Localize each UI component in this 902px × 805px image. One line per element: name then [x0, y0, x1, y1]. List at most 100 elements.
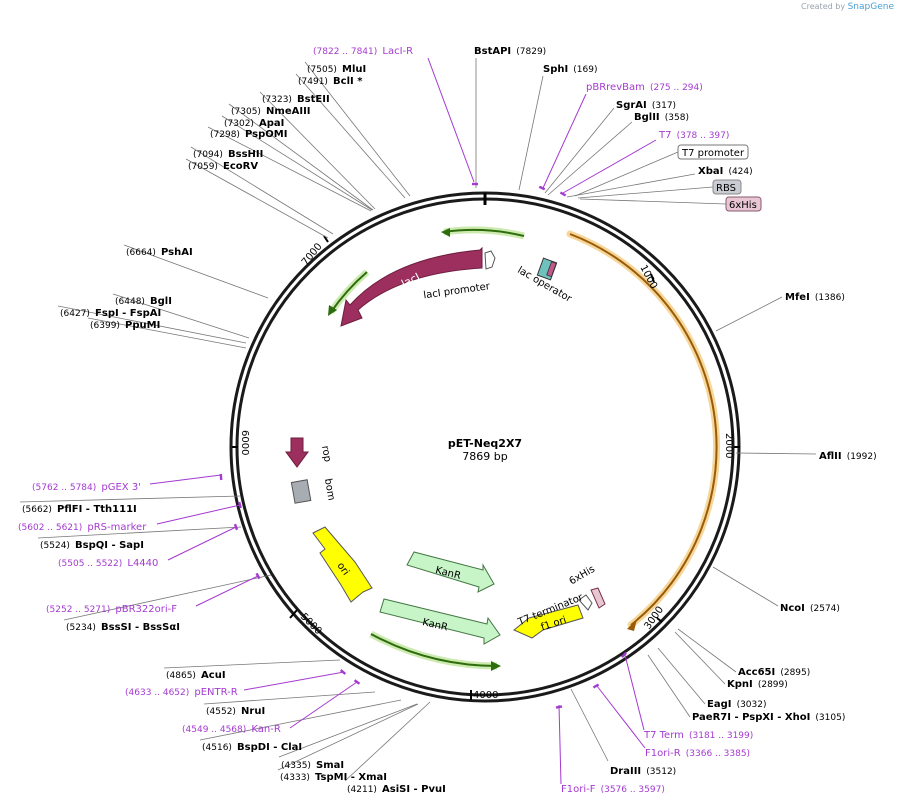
site-leader-bglii — [547, 121, 633, 196]
site-leader-pflfi-tth111i — [19, 495, 241, 503]
site-name: BspDI - ClaI — [237, 742, 302, 753]
t7-promoter-box — [677, 144, 749, 160]
site-leader-mfei — [715, 296, 783, 332]
site-name: PaeR7I - PspXI - XhoI — [692, 712, 810, 723]
f1-ori-arrow — [513, 604, 584, 639]
site-bsshii: (7094) BssHII — [193, 149, 263, 160]
site-name: MluI — [342, 64, 366, 75]
site-bcli: (7491) BclI * — [298, 69, 363, 88]
site-leader-ncoi — [712, 566, 779, 607]
site-position: (1386) — [815, 293, 845, 303]
site-bspqi-sapi: (5524) BspQI - SapI — [40, 533, 144, 552]
primer-leader-prs-marker — [156, 504, 241, 525]
site-leader-smai — [278, 703, 418, 758]
site-leader-aflii — [735, 452, 817, 455]
his-tag-inner-mark — [590, 587, 606, 609]
primer-name: F1ori-F — [561, 784, 596, 795]
plasmid-name: pET-Neq2X7 — [448, 437, 522, 450]
primer-leader-kan-r — [289, 681, 358, 729]
site-label-ecorv: (7059) EcoRV — [188, 154, 258, 173]
site-asisi-pvui: (4211) AsiSI - PvuI — [347, 784, 446, 795]
rbs-label: RBS — [716, 183, 736, 194]
bom-label: bom — [322, 478, 337, 502]
primer-name: LacI-R — [382, 46, 413, 57]
site-fspi-fspai: (6427) FspI - FspAI — [60, 308, 161, 319]
site-label-eagi: EagI (3032) — [707, 692, 767, 711]
snapgene-credit: Created by SnapGene — [801, 2, 894, 12]
site-eagi: EagI (3032) — [707, 692, 767, 711]
site-leader-kpni — [674, 631, 726, 685]
site-leader-bsssi-bsss-i — [63, 574, 272, 621]
site-position: (3105) — [815, 713, 845, 723]
site-bgli: (6448) BglI — [115, 296, 172, 307]
site-leader-bcli — [295, 73, 406, 199]
primer-label-pbrrevbam: pBRrevBam (275 .. 294) — [586, 75, 703, 94]
site-label-bcli: (7491) BclI * — [298, 69, 363, 88]
site-label-bspqi-sapi: (5524) BspQI - SapI — [40, 533, 144, 552]
kanR-arrow-1 — [406, 551, 495, 593]
created-by-text: Created by — [801, 2, 846, 11]
site-position: (424) — [728, 167, 752, 177]
site-position: (4865) — [166, 671, 196, 681]
primer-range: (5762 .. 5784) — [32, 483, 96, 493]
tick-mark-6 — [323, 235, 329, 243]
primer-label-f1ori-r: F1ori-R (3366 .. 3385) — [645, 741, 750, 760]
site-label-ppumi: (6399) PpuMI — [90, 313, 160, 332]
site-mlui: (7505) MluI — [307, 64, 366, 75]
site-label-apai: (7302) ApaI — [224, 111, 284, 130]
site-leader-bsteii — [259, 91, 376, 210]
bom-box — [290, 479, 312, 504]
lacI-arrow — [340, 246, 483, 327]
t7-terminator-mark — [578, 594, 593, 611]
site-name: FspI - FspAI — [95, 308, 161, 319]
primer-mark-pbrrevbam — [538, 185, 546, 191]
site-label-nrui: (4552) NruI — [206, 699, 265, 718]
site-position: (317) — [652, 101, 676, 111]
primer-leader-pbrrevbam — [542, 93, 587, 189]
tick-label-2000: 2000 — [723, 433, 734, 458]
primer-mark-pentr-r — [339, 669, 347, 675]
site-mfei: MfeI (1386) — [785, 292, 845, 303]
primer-leader-pbr322ori-f — [195, 575, 259, 607]
site-name: BclI * — [333, 76, 363, 87]
primer-name: F1ori-R — [645, 748, 681, 759]
site-label-xbai: XbaI (424) — [698, 159, 753, 178]
site-leader-pshai — [123, 244, 269, 299]
tick-label-6000: 6000 — [239, 430, 250, 455]
site-position: (7298) — [210, 130, 240, 140]
primer-name: Kan-R — [251, 724, 280, 735]
primer-label-l4440: (5505 .. 5522) L4440 — [58, 551, 158, 570]
site-name: BglII — [634, 112, 660, 123]
site-leader-apai — [221, 115, 373, 211]
site-name: EcoRV — [223, 161, 258, 172]
site-leader-bgli — [112, 293, 250, 339]
site-bsteii: (7323) BstEII — [262, 94, 330, 105]
site-leader-mlui — [304, 61, 411, 197]
tick-label-4000: 4000 — [473, 690, 498, 701]
site-position: (4335) — [281, 761, 311, 771]
kanR-arrow-2 — [379, 598, 501, 645]
site-name: AsiSI - PvuI — [382, 784, 446, 795]
primer-mark-kan-r — [353, 679, 361, 685]
site-position: (6448) — [115, 297, 145, 307]
site-leader-ppumi — [87, 317, 247, 349]
site-name: PpuMI — [125, 320, 160, 331]
site-name: ApaI — [259, 118, 284, 129]
primer-leader-laci-r — [427, 57, 475, 183]
primer-name: pRS-marker — [87, 522, 147, 533]
primer-leader-l4440 — [167, 526, 237, 561]
site-name: AflII — [819, 451, 842, 462]
site-sgrai: SgrAI (317) — [616, 100, 676, 111]
site-name: XbaI — [698, 166, 723, 177]
his-tag-inner-label: 6xHis — [567, 564, 597, 587]
site-apai: (7302) ApaI — [224, 111, 284, 130]
primer-leader-pgex-3 — [149, 474, 222, 485]
primer-leader-t7-term — [624, 654, 645, 731]
site-label-pshai: (6664) PshAI — [126, 240, 193, 259]
site-name: BstEII — [297, 94, 330, 105]
site-leader-bsshii — [190, 146, 334, 235]
site-leader-nmeaiii — [228, 103, 374, 211]
site-label-paer7i-pspxi-xhoi: PaeR7I - PspXI - XhoI (3105) — [692, 705, 845, 724]
site-position: (4211) — [347, 785, 377, 795]
site-position: (7491) — [298, 77, 328, 87]
